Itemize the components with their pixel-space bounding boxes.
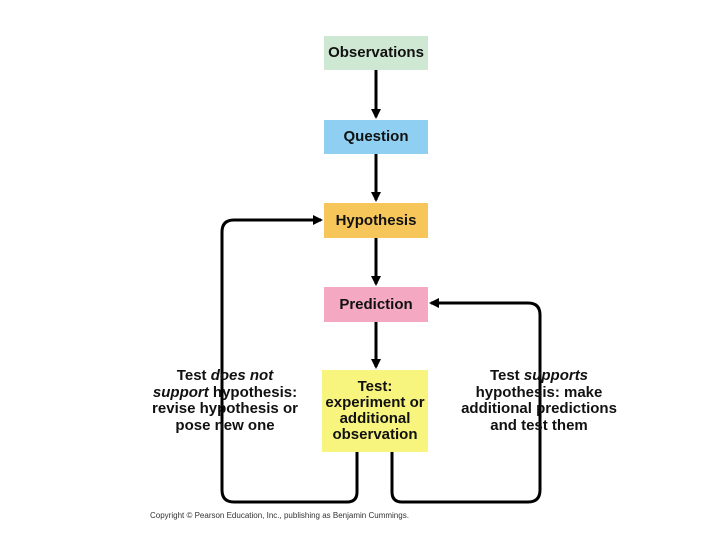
loop-arrow-revise-hypothesis bbox=[220, 215, 359, 504]
question-box: Question bbox=[324, 120, 428, 154]
right-note-line-3: additional predictions bbox=[461, 400, 617, 417]
left-note-line-3: revise hypothesis or bbox=[152, 400, 298, 417]
left-note-line-1: Test does not bbox=[176, 367, 274, 384]
left-note-line-4: pose new one bbox=[175, 416, 275, 434]
left-note-line-2: support hypothesis: bbox=[152, 383, 298, 401]
test-line-2: experiment or bbox=[325, 394, 425, 411]
test-line-4: observation bbox=[332, 426, 418, 443]
right-note-line-4: and test them bbox=[490, 416, 588, 434]
not-supported-note: Test does not support hypothesis: revise… bbox=[142, 367, 308, 434]
test-line-1: Test: bbox=[357, 378, 393, 395]
supported-note: Test supports hypothesis: make additiona… bbox=[455, 367, 623, 434]
right-note-line-1: Test supports bbox=[489, 367, 589, 384]
right-note-line-2: hypothesis: make bbox=[475, 383, 603, 401]
observations-box: Observations bbox=[324, 36, 428, 70]
test-line-3: additional bbox=[339, 410, 411, 427]
hypothesis-box: Hypothesis bbox=[324, 203, 428, 238]
test-box: Test: experiment or additional observati… bbox=[322, 370, 428, 452]
prediction-box: Prediction bbox=[324, 287, 428, 322]
copyright-notice: Copyright © Pearson Education, Inc., pub… bbox=[150, 511, 409, 520]
loop-arrow-new-predictions bbox=[390, 298, 542, 504]
